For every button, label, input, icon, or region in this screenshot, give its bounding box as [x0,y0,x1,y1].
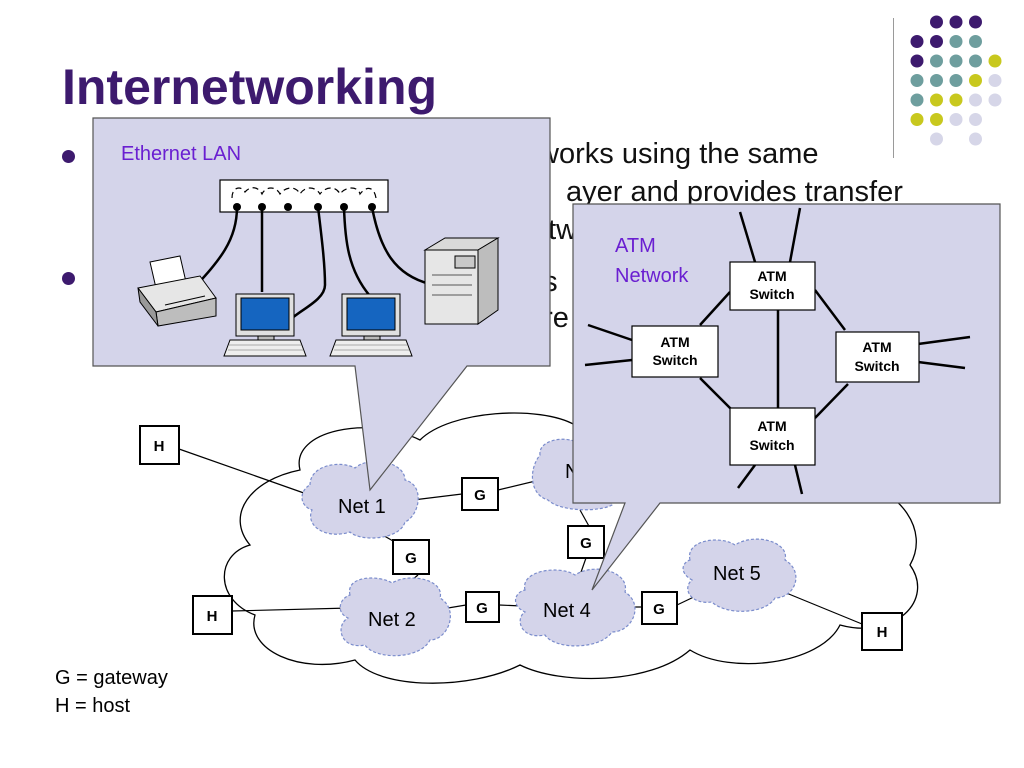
host-label: H [207,608,218,625]
net-2-label: Net 2 [368,609,416,631]
gateway-label: G [405,550,417,567]
host-box [861,612,903,651]
atm-network-label-line2: Network [615,265,689,287]
net-5-blob [682,538,797,612]
decorative-dot [910,93,924,107]
ethernet-callout [92,117,551,492]
atm-network-label-line1: ATM [615,235,656,257]
decorative-dot [969,35,982,48]
bullet-text-fragment: tworks using the same [530,138,819,170]
decorative-dot [930,113,943,126]
net-1-label: Net 1 [338,496,386,518]
host-label: H [154,438,165,455]
decorative-dot [930,93,943,107]
host-box [192,595,233,635]
decorative-dot [949,113,963,126]
decorative-dot [910,113,924,126]
atm-switch-label: ATM [757,418,786,434]
gateway-box [641,591,678,625]
ethernet-lan-label: Ethernet LAN [121,143,242,165]
gateway-box [392,539,430,575]
printer-icon [137,255,217,327]
atm-switch-label: ATM [660,334,689,350]
legend-host: H = host [55,695,131,717]
atm-switch [729,261,816,311]
net-5-label: Net 5 [713,563,761,585]
gateway-label: G [474,487,486,504]
decorative-dot [969,113,982,126]
decorative-dot [910,74,924,87]
decorative-dot [949,35,963,48]
decorative-dot [969,74,982,87]
net-2-blob [339,577,451,657]
decorative-dot [949,93,963,107]
decorative-dot [930,54,943,68]
atm-switch-label: ATM [757,268,786,284]
net-1-blob [301,460,419,539]
decorative-divider [893,18,894,158]
bullet-marker [62,272,75,285]
gateway-box [461,477,499,511]
bullet-marker [62,150,75,163]
atm-switch [631,325,719,378]
atm-switch [835,331,920,383]
decorative-dot [988,93,1002,107]
server-tower-icon [423,237,500,325]
decorative-dot [910,54,924,68]
net-4-label: Net 4 [543,600,591,622]
atm-switch-label: Switch [749,437,794,453]
atm-switch-label: Switch [652,352,697,368]
ethernet-hub [219,179,389,213]
decorative-dot [969,93,982,107]
decorative-dot [949,54,963,68]
decorative-dot [930,15,943,29]
gateway-label: G [580,535,592,552]
atm-switch [729,407,816,466]
atm-switch-label: ATM [862,339,891,355]
atm-switch-label: Switch [854,358,899,374]
host-box [139,425,180,465]
decorative-dot [910,35,924,48]
atm-callout [572,203,1001,591]
computer-icon [329,293,413,357]
decorative-dot [988,74,1002,87]
slide-title: Internetworking [62,59,438,115]
decorative-dot [930,35,943,48]
decorative-dot [988,54,1002,68]
gateway-box [465,591,500,623]
decorative-dot [969,15,982,29]
decorative-dot [969,54,982,68]
bullet-text-fragment: ayer and provides transfer [566,176,903,208]
host-label: H [877,624,888,641]
gateway-label: G [653,601,665,618]
computer-icon [223,293,307,357]
decorative-dot [930,74,943,87]
gateway-label: G [476,600,488,617]
decorative-dot [969,132,982,146]
legend-gateway: G = gateway [55,667,168,689]
decorative-dot [949,74,963,87]
decorative-dot [949,15,963,29]
legend: G = gateway H = host [55,664,168,720]
decorative-dot [930,132,943,146]
atm-switch-label: Switch [749,286,794,302]
gateway-box [567,525,605,559]
net-4-blob [515,568,636,647]
